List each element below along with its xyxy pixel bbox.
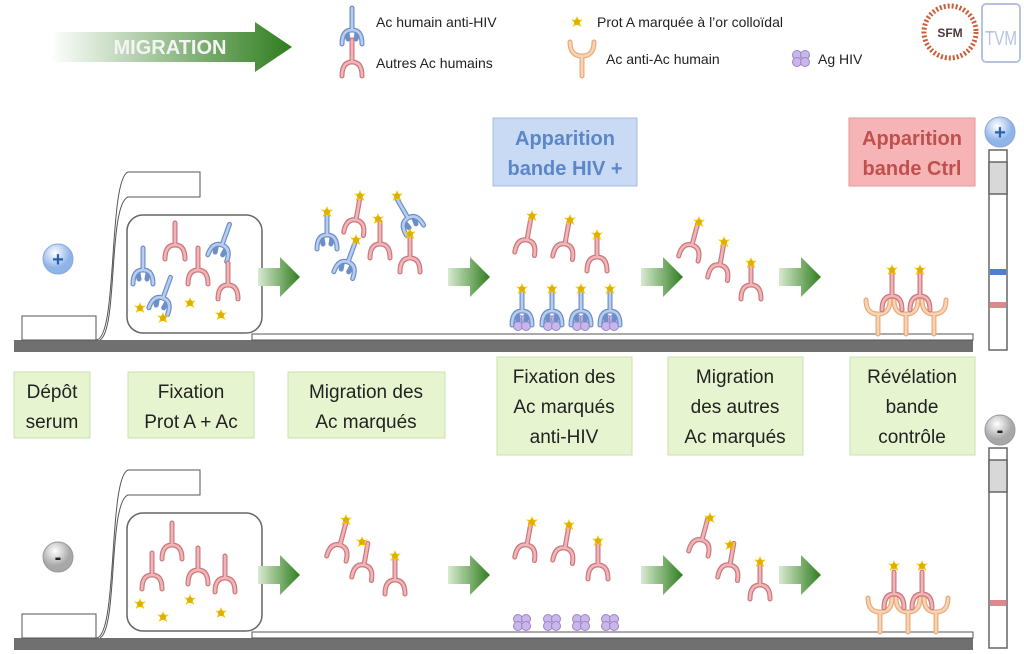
- control-band: [990, 600, 1006, 606]
- control-zone-positive: [866, 264, 946, 334]
- positive-sign: +: [42, 243, 74, 275]
- control-band: [990, 302, 1006, 308]
- step-text: Migration des: [309, 382, 423, 403]
- negative-strip-sign: -: [984, 414, 1016, 446]
- positive-strip-sign: +: [984, 116, 1016, 148]
- step-text: anti-HIV: [530, 427, 599, 448]
- anti-human-antibody-icon: [570, 42, 594, 76]
- flow-arrow: [258, 257, 300, 297]
- step-migration: Migration des Ac marqués: [287, 371, 446, 439]
- step-text: Révélation: [867, 367, 957, 388]
- step-text: des autres: [691, 397, 780, 418]
- title-hiv-line1: Apparition: [515, 128, 615, 150]
- step-text: Ac marqués: [684, 427, 785, 448]
- legend-anti-ac: Ac anti-Ac humain: [606, 51, 720, 67]
- positive-sign-text: +: [52, 249, 64, 271]
- step-deposit: Dépôt serum: [13, 371, 91, 439]
- tvm-logo: TVM: [981, 3, 1021, 63]
- positive-panel: + +: [14, 116, 1016, 352]
- gold-protein-a-icon: [571, 16, 583, 27]
- hiv-capture-zone-positive: [512, 210, 620, 331]
- migrating-antibodies-negative: [327, 514, 405, 594]
- step-labels: Dépôt serum Fixation Prot A + Ac Migrati…: [13, 356, 976, 456]
- step-fixation-anti-hiv: Fixation des Ac marqués anti-HIV: [496, 356, 633, 456]
- step-text: bande: [886, 397, 939, 418]
- hiv-band: [990, 269, 1006, 275]
- step-text: Fixation des: [513, 367, 615, 388]
- test-strip-positive: +: [984, 116, 1016, 351]
- flow-arrow: [448, 555, 490, 595]
- negative-panel: - -: [14, 414, 1016, 650]
- step-text: contrôle: [878, 427, 946, 448]
- hiv-capture-zone-negative: [514, 516, 619, 631]
- step-text: Dépôt: [27, 382, 78, 403]
- flow-arrow: [779, 555, 821, 595]
- legend-anti-hiv: Ac humain anti-HIV: [376, 14, 497, 30]
- step-text: Ac marqués: [315, 412, 416, 433]
- negative-sign-text: -: [55, 547, 62, 569]
- hiv-antigen-icon: [792, 50, 810, 67]
- step-text: Prot A + Ac: [144, 412, 237, 433]
- legend: Ac humain anti-HIV Autres Ac humains Pro…: [342, 8, 863, 76]
- flow-arrow: [641, 555, 683, 595]
- title-hiv-line2: bande HIV +: [507, 158, 622, 180]
- step-text: serum: [26, 412, 79, 433]
- step-migration-others: Migration des autres Ac marqués: [667, 356, 804, 456]
- migration-arrow: MIGRATION: [50, 22, 292, 72]
- flow-arrow: [258, 555, 300, 595]
- step-fixation: Fixation Prot A + Ac: [127, 371, 255, 439]
- legend-ag-hiv: Ag HIV: [818, 51, 863, 67]
- positive-strip-sign-text: +: [994, 122, 1006, 144]
- title-ctrl-line2: bande Ctrl: [863, 158, 962, 180]
- step-text: Fixation: [158, 382, 225, 403]
- other-antibodies-positive: [679, 216, 761, 299]
- step-text: Ac marqués: [513, 397, 614, 418]
- title-ctrl-line1: Apparition: [862, 128, 962, 150]
- flow-arrow: [779, 257, 821, 297]
- migration-label: MIGRATION: [114, 37, 227, 59]
- tvm-logo-text: TVM: [985, 28, 1017, 50]
- migrating-antibodies-positive: [317, 190, 424, 279]
- step-text: Migration: [696, 367, 774, 388]
- title-ctrl-band: Apparition bande Ctrl: [848, 117, 976, 187]
- negative-strip-sign-text: -: [997, 420, 1004, 442]
- legend-other-ac: Autres Ac humains: [376, 55, 493, 71]
- flow-arrow: [641, 257, 683, 297]
- test-strip-negative: -: [984, 414, 1016, 649]
- negative-sign: -: [42, 541, 74, 573]
- sfm-logo: SFM: [921, 3, 979, 61]
- control-zone-negative: [868, 560, 948, 632]
- flow-arrow: [448, 257, 490, 297]
- other-antibody-icon: [342, 40, 362, 76]
- step-revelation: Révélation bande contrôle: [849, 356, 976, 456]
- legend-prot-a: Prot A marquée à l’or colloïdal: [597, 14, 783, 30]
- title-hiv-band: Apparition bande HIV +: [492, 117, 638, 187]
- sfm-logo-text: SFM: [937, 26, 962, 40]
- other-antibodies-negative: [689, 512, 770, 599]
